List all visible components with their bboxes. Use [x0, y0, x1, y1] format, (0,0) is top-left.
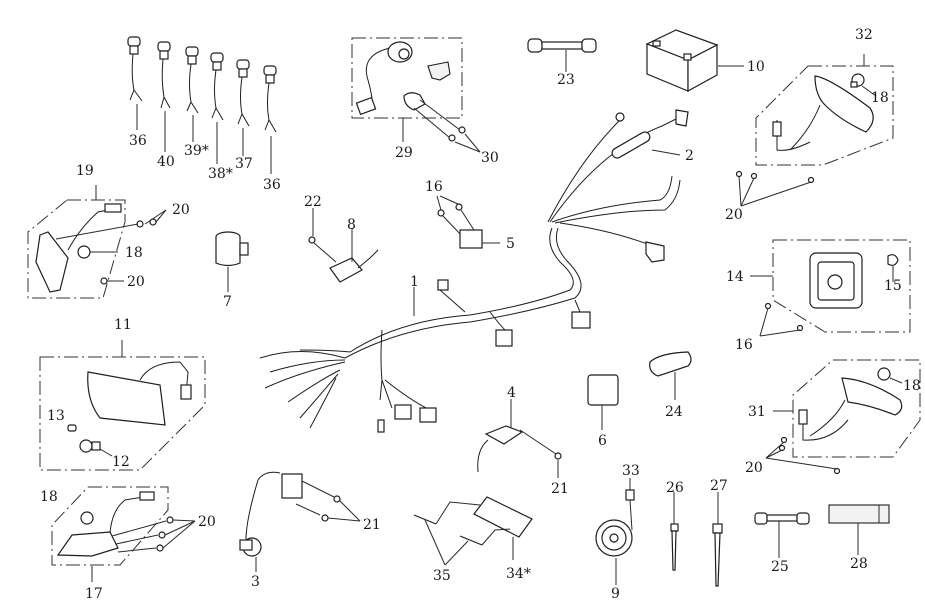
callout-5: 5 [506, 236, 515, 252]
ignition-coil[interactable] [239, 471, 361, 572]
starter-relay[interactable] [436, 195, 500, 249]
cable-tie-long[interactable] [712, 492, 723, 587]
callout-6: 6 [598, 433, 607, 449]
callout-20: 20 [127, 274, 145, 290]
fuse-box[interactable] [828, 504, 890, 555]
callout-18: 18 [903, 378, 921, 394]
rear-turn-signal-left[interactable] [765, 359, 921, 475]
callout-18: 18 [125, 245, 143, 261]
callout-18: 18 [871, 90, 889, 106]
callout-28: 28 [850, 556, 868, 572]
callout-15: 15 [884, 278, 902, 294]
callout-7: 7 [223, 294, 232, 310]
front-turn-signal-right[interactable] [51, 486, 196, 582]
main-wire-harness[interactable] [259, 227, 591, 433]
socket-wire-6[interactable] [263, 65, 277, 174]
callout-30: 30 [481, 150, 499, 166]
callout-35: 35 [433, 568, 451, 584]
callout-2: 2 [685, 148, 694, 164]
callout-36: 36 [263, 177, 281, 193]
socket-wire-2[interactable] [157, 41, 171, 152]
callout-18: 18 [40, 489, 58, 505]
callout-38: 38* [208, 166, 233, 182]
socket-wire-3[interactable] [185, 46, 199, 142]
handle-switch-cover[interactable] [649, 351, 692, 400]
socket-wire-1[interactable] [127, 36, 143, 130]
callout-34: 34* [506, 566, 531, 582]
ignition-switch-set[interactable] [351, 37, 481, 153]
callout-21: 21 [363, 517, 381, 533]
callout-29: 29 [395, 145, 413, 161]
fuse-holder-small[interactable] [754, 512, 810, 558]
headlight-assembly[interactable] [39, 340, 206, 471]
callout-12: 12 [112, 454, 130, 470]
regulator-rectifier[interactable] [308, 208, 379, 283]
callout-23: 23 [557, 72, 575, 88]
callout-21: 21 [551, 481, 569, 497]
front-turn-signal-left[interactable] [27, 185, 167, 299]
plate[interactable] [413, 496, 533, 566]
horn-relay[interactable] [215, 231, 249, 292]
callout-32: 32 [855, 27, 873, 43]
callout-22: 22 [304, 194, 322, 210]
callout-11: 11 [114, 317, 132, 333]
callout-31: 31 [748, 404, 766, 420]
callout-1: 1 [410, 274, 419, 290]
cable-tie-short[interactable] [670, 492, 679, 571]
horn[interactable] [595, 478, 635, 585]
fuse-holder[interactable] [527, 38, 597, 72]
callout-27: 27 [710, 478, 728, 494]
socket-wire-4[interactable] [210, 52, 224, 164]
fuse-wire[interactable] [547, 109, 689, 263]
callout-39: 39* [184, 143, 209, 159]
callout-9: 9 [611, 586, 620, 602]
callout-33: 33 [622, 463, 640, 479]
callout-17: 17 [85, 586, 103, 602]
callout-4: 4 [507, 385, 516, 401]
callout-25: 25 [771, 559, 789, 575]
tail-light-assembly[interactable] [750, 239, 911, 337]
callout-20: 20 [725, 207, 743, 223]
callout-24: 24 [665, 404, 683, 420]
callout-13: 13 [47, 408, 65, 424]
callout-26: 26 [666, 480, 684, 496]
callout-14: 14 [726, 269, 744, 285]
bulb-socket-wires [127, 36, 277, 174]
callout-19: 19 [76, 163, 94, 179]
socket-wire-5[interactable] [236, 59, 250, 156]
callout-37: 37 [235, 156, 253, 172]
callout-3: 3 [251, 574, 260, 590]
callout-16: 16 [425, 179, 443, 195]
callout-20: 20 [745, 460, 763, 476]
callout-16: 16 [735, 337, 753, 353]
callout-labels: 36 40 39* 38* 37 36 29 30 23 10 32 18 20… [40, 27, 921, 602]
battery[interactable] [645, 29, 744, 93]
callout-10: 10 [747, 59, 765, 75]
callout-20: 20 [198, 514, 216, 530]
callout-40: 40 [157, 154, 175, 170]
callout-36: 36 [129, 133, 147, 149]
rear-turn-signal-right[interactable] [735, 54, 894, 207]
callout-8: 8 [347, 217, 356, 233]
cdi-unit[interactable] [477, 399, 562, 478]
callout-20: 20 [172, 202, 190, 218]
flasher-relay[interactable] [587, 374, 619, 430]
